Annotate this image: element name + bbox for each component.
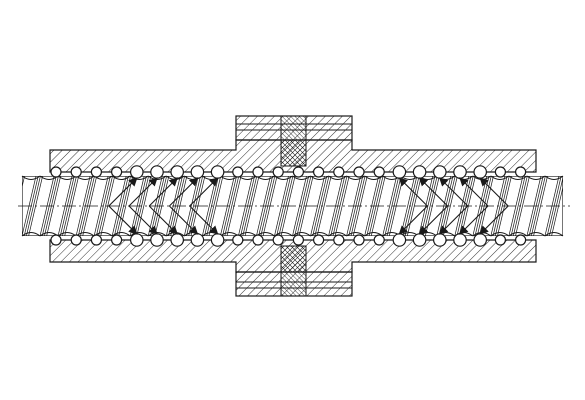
load-arrow xyxy=(148,205,178,235)
ball xyxy=(50,166,62,178)
load-arrow xyxy=(418,205,448,235)
ball xyxy=(272,166,284,178)
ball xyxy=(494,166,506,178)
ball xyxy=(130,233,144,247)
ball xyxy=(313,234,325,246)
thread-flank xyxy=(22,176,25,189)
ball xyxy=(373,234,385,246)
ball xyxy=(210,233,225,247)
ball xyxy=(190,165,205,179)
ball xyxy=(70,234,82,246)
load-arrow xyxy=(108,177,138,207)
ball xyxy=(170,165,184,179)
flange-upper xyxy=(235,115,353,167)
ball xyxy=(150,233,164,247)
ball xyxy=(232,234,244,246)
ball xyxy=(473,165,487,179)
ball xyxy=(190,233,205,247)
spacer-block-upper xyxy=(280,139,307,167)
load-arrow xyxy=(169,205,199,235)
ball xyxy=(373,166,385,178)
load-arrow xyxy=(128,205,158,235)
ball xyxy=(252,166,264,178)
ball xyxy=(392,233,407,247)
load-arrow xyxy=(169,177,199,207)
ball xyxy=(252,234,264,246)
flange-lower xyxy=(235,245,353,297)
load-arrow xyxy=(108,205,138,235)
ball xyxy=(353,166,365,178)
ball xyxy=(453,233,467,247)
ball xyxy=(432,233,447,247)
ball xyxy=(232,166,244,178)
ball xyxy=(70,166,82,178)
ball xyxy=(210,165,225,179)
ball xyxy=(392,165,407,179)
load-arrow xyxy=(398,205,428,235)
load-arrow xyxy=(439,205,469,235)
ball xyxy=(170,233,184,247)
ball xyxy=(110,234,123,246)
load-arrow xyxy=(479,205,509,235)
load-arrow xyxy=(479,177,509,207)
load-arrow xyxy=(459,177,489,207)
ball xyxy=(432,165,447,179)
load-arrow xyxy=(128,177,158,207)
load-arrow xyxy=(418,177,448,207)
ball xyxy=(90,166,103,178)
ball xyxy=(292,234,304,246)
balls xyxy=(50,165,527,247)
ball xyxy=(313,166,325,178)
load-arrow xyxy=(148,177,178,207)
ball xyxy=(473,233,487,247)
load-arrow xyxy=(189,177,219,207)
load-arrow xyxy=(439,177,469,207)
ball xyxy=(412,233,427,247)
ball xyxy=(150,165,164,179)
spacer-block-lower xyxy=(280,245,307,273)
ball xyxy=(514,234,527,246)
ball xyxy=(272,234,284,246)
load-arrow xyxy=(459,205,489,235)
ball xyxy=(412,165,427,179)
ball xyxy=(494,234,506,246)
ball xyxy=(130,165,144,179)
ball xyxy=(353,234,365,246)
load-arrow xyxy=(189,205,219,235)
ball xyxy=(333,166,345,178)
ball xyxy=(453,165,467,179)
load-arrows xyxy=(108,177,509,235)
ball xyxy=(333,234,345,246)
load-arrow xyxy=(398,177,428,207)
ball xyxy=(110,166,123,178)
ball xyxy=(292,166,304,178)
ball xyxy=(50,234,62,246)
ball xyxy=(90,234,103,246)
ball xyxy=(514,166,527,178)
